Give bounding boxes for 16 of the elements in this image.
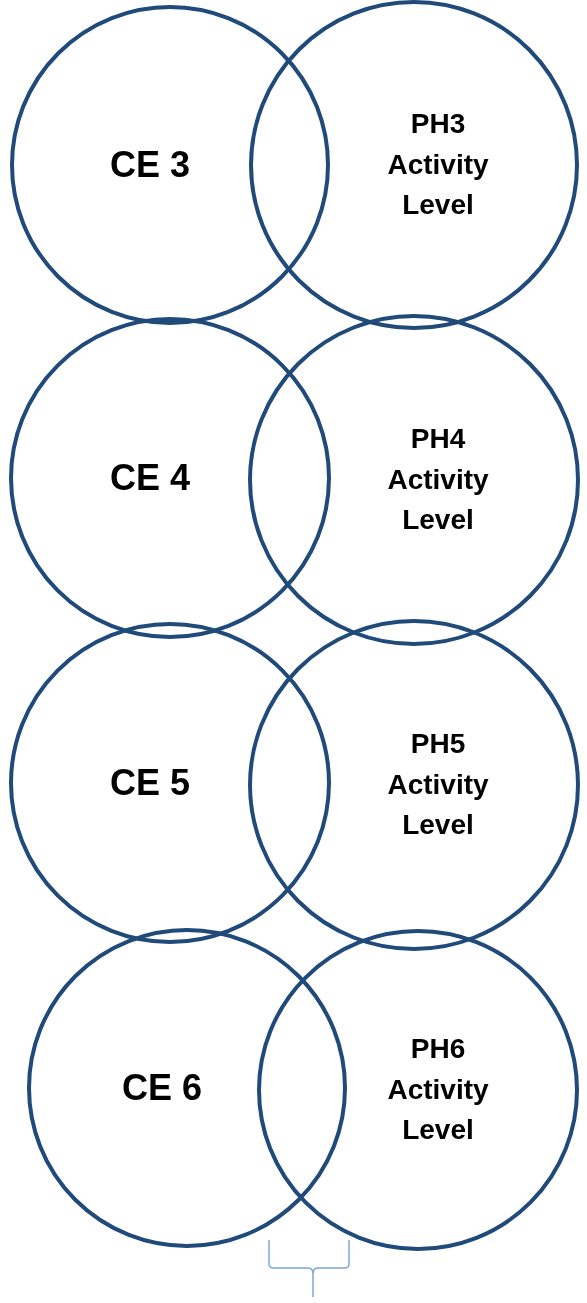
- circle-label: CE 3: [108, 142, 191, 187]
- circle: [248, 619, 580, 951]
- circle-label: PH4 Activity Level: [386, 422, 490, 538]
- circle: [27, 928, 347, 1248]
- circle: [257, 929, 579, 1251]
- circle: [248, 314, 580, 646]
- circle-label: PH6 Activity Level: [386, 1032, 490, 1148]
- circle-label: PH5 Activity Level: [386, 727, 490, 843]
- circle-label: PH3 Activity Level: [386, 107, 490, 223]
- circle: [9, 317, 331, 639]
- circle-label: CE 5: [108, 760, 191, 805]
- circle-label: CE 6: [120, 1065, 203, 1110]
- circle: [10, 5, 330, 325]
- circle-label: CE 4: [108, 455, 191, 500]
- circle: [249, 0, 579, 330]
- circle: [9, 622, 331, 944]
